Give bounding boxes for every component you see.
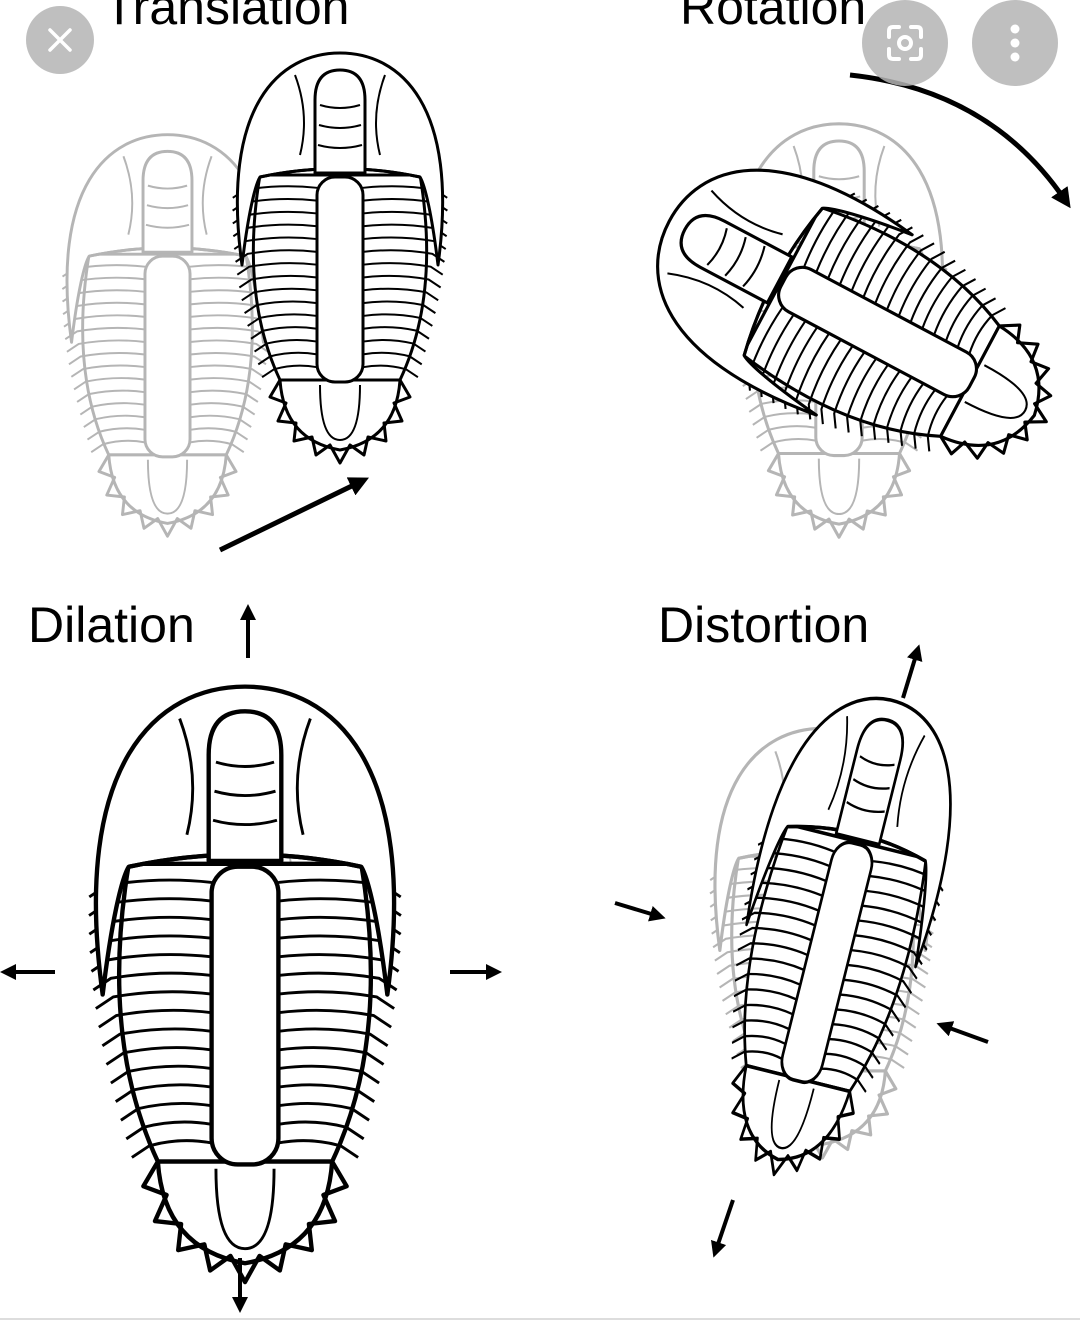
translation-arrow — [218, 477, 369, 553]
distortion-arrow-right — [936, 1021, 989, 1044]
trilobite-translated — [230, 51, 450, 465]
close-icon — [48, 28, 72, 52]
trilobite-dilated — [89, 687, 401, 1282]
label-rotation: Rotation — [680, 0, 867, 35]
label-dilation: Dilation — [28, 597, 195, 653]
trilobite-distorted — [679, 675, 987, 1200]
lens-search-button[interactable] — [862, 0, 948, 86]
distortion-arrow-down — [711, 1199, 735, 1258]
distortion-arrow-left — [614, 901, 666, 922]
label-distortion: Distortion — [658, 597, 870, 653]
lens-search-icon — [887, 25, 923, 61]
more-options-button[interactable] — [972, 0, 1058, 86]
bottom-divider — [0, 1318, 1080, 1320]
distortion-arrow-up — [901, 644, 923, 699]
label-translation: Translation — [104, 0, 350, 35]
close-button[interactable] — [26, 6, 94, 74]
more-vert-icon — [1010, 24, 1020, 62]
